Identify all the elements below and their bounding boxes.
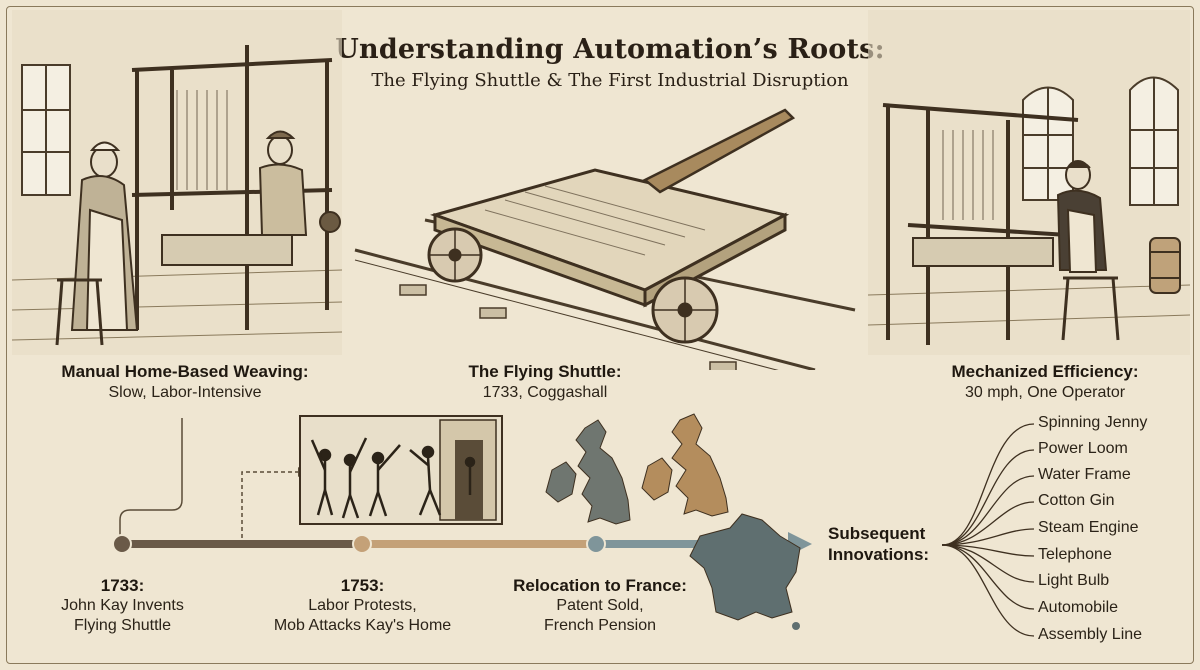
timeline-dot-1753 bbox=[352, 534, 372, 554]
shuttle-wheel-right bbox=[651, 276, 719, 344]
mechanized-loom-illustration bbox=[868, 10, 1190, 355]
innovation-telephone: Telephone bbox=[1038, 546, 1112, 563]
connector-to-protest bbox=[241, 471, 298, 545]
innovation-assembly-line: Assembly Line bbox=[1038, 626, 1143, 643]
innovation-water-frame: Water Frame bbox=[1038, 466, 1131, 483]
shuttle-lever bbox=[642, 108, 796, 194]
panel-manual-title: Manual Home-Based Weaving: bbox=[61, 362, 309, 381]
shuttle-wheel-left bbox=[427, 227, 483, 283]
uk-map-tan bbox=[641, 413, 729, 517]
innovation-automobile: Automobile bbox=[1038, 599, 1119, 616]
uk-map-gray bbox=[545, 419, 631, 525]
timeline-label-1733: 1733: John Kay Invents Flying Shuttle bbox=[30, 576, 215, 636]
power-loom bbox=[882, 103, 1079, 345]
timeline-dot-1733 bbox=[112, 534, 132, 554]
innovation-power-loom: Power Loom bbox=[1038, 440, 1128, 457]
timeline-1733-line2: Flying Shuttle bbox=[74, 617, 171, 634]
factory-window bbox=[1022, 76, 1179, 206]
protest-woodcut bbox=[299, 415, 503, 525]
innovation-steam-engine: Steam Engine bbox=[1038, 519, 1139, 536]
timeline-year-1733: 1733: bbox=[100, 576, 145, 595]
manual-weaving-illustration bbox=[12, 10, 342, 355]
timeline-label-france: Relocation to France: Patent Sold, Frenc… bbox=[500, 576, 700, 636]
page-title: Understanding Automation’s Roots: bbox=[335, 34, 885, 65]
timeline-year-france: Relocation to France: bbox=[513, 576, 687, 595]
barrel bbox=[1149, 237, 1181, 294]
innovation-light-bulb: Light Bulb bbox=[1038, 572, 1110, 589]
innovation-spinning-jenny: Spinning Jenny bbox=[1038, 414, 1148, 431]
subsequent-label-line1: Subsequent bbox=[828, 524, 926, 543]
subsequent-label-line2: Innovations: bbox=[828, 545, 930, 564]
loom-operator bbox=[1056, 160, 1108, 273]
timeline-france-line2: French Pension bbox=[543, 617, 657, 634]
timeline-1733-line1: John Kay Invents bbox=[61, 597, 184, 614]
weaver-woman-right bbox=[258, 130, 308, 236]
panel-manual-subtitle: Slow, Labor-Intensive bbox=[108, 384, 262, 401]
panel-mechanized-subtitle: 30 mph, One Operator bbox=[964, 384, 1126, 401]
innovation-cotton-gin: Cotton Gin bbox=[1038, 492, 1115, 509]
timeline-1753-line2: Mob Attacks Kay's Home bbox=[273, 617, 452, 634]
innovation-branches bbox=[941, 423, 1035, 637]
timeline-france-line1: Patent Sold, bbox=[556, 597, 644, 614]
panel-shuttle-title: The Flying Shuttle: bbox=[468, 362, 622, 381]
timeline-1753-line1: Labor Protests, bbox=[308, 597, 417, 614]
timeline-year-1753: 1753: bbox=[340, 576, 385, 595]
panel-mechanized-title: Mechanized Efficiency: bbox=[951, 362, 1139, 381]
flying-shuttle-illustration bbox=[354, 108, 856, 370]
timeline-dot-france bbox=[586, 534, 606, 554]
panel-shuttle-subtitle: 1733, Coggashall bbox=[482, 384, 608, 401]
connector-manual-to-1733 bbox=[119, 418, 183, 540]
page-subtitle: The Flying Shuttle & The First Industria… bbox=[371, 70, 849, 91]
timeline-label-1753: 1753: Labor Protests, Mob Attacks Kay's … bbox=[255, 576, 470, 636]
weaver-woman-left bbox=[70, 141, 139, 331]
subsequent-innovations-label: Subsequent Innovations: bbox=[828, 523, 929, 565]
france-map bbox=[689, 513, 801, 621]
cottage-window bbox=[21, 64, 71, 196]
